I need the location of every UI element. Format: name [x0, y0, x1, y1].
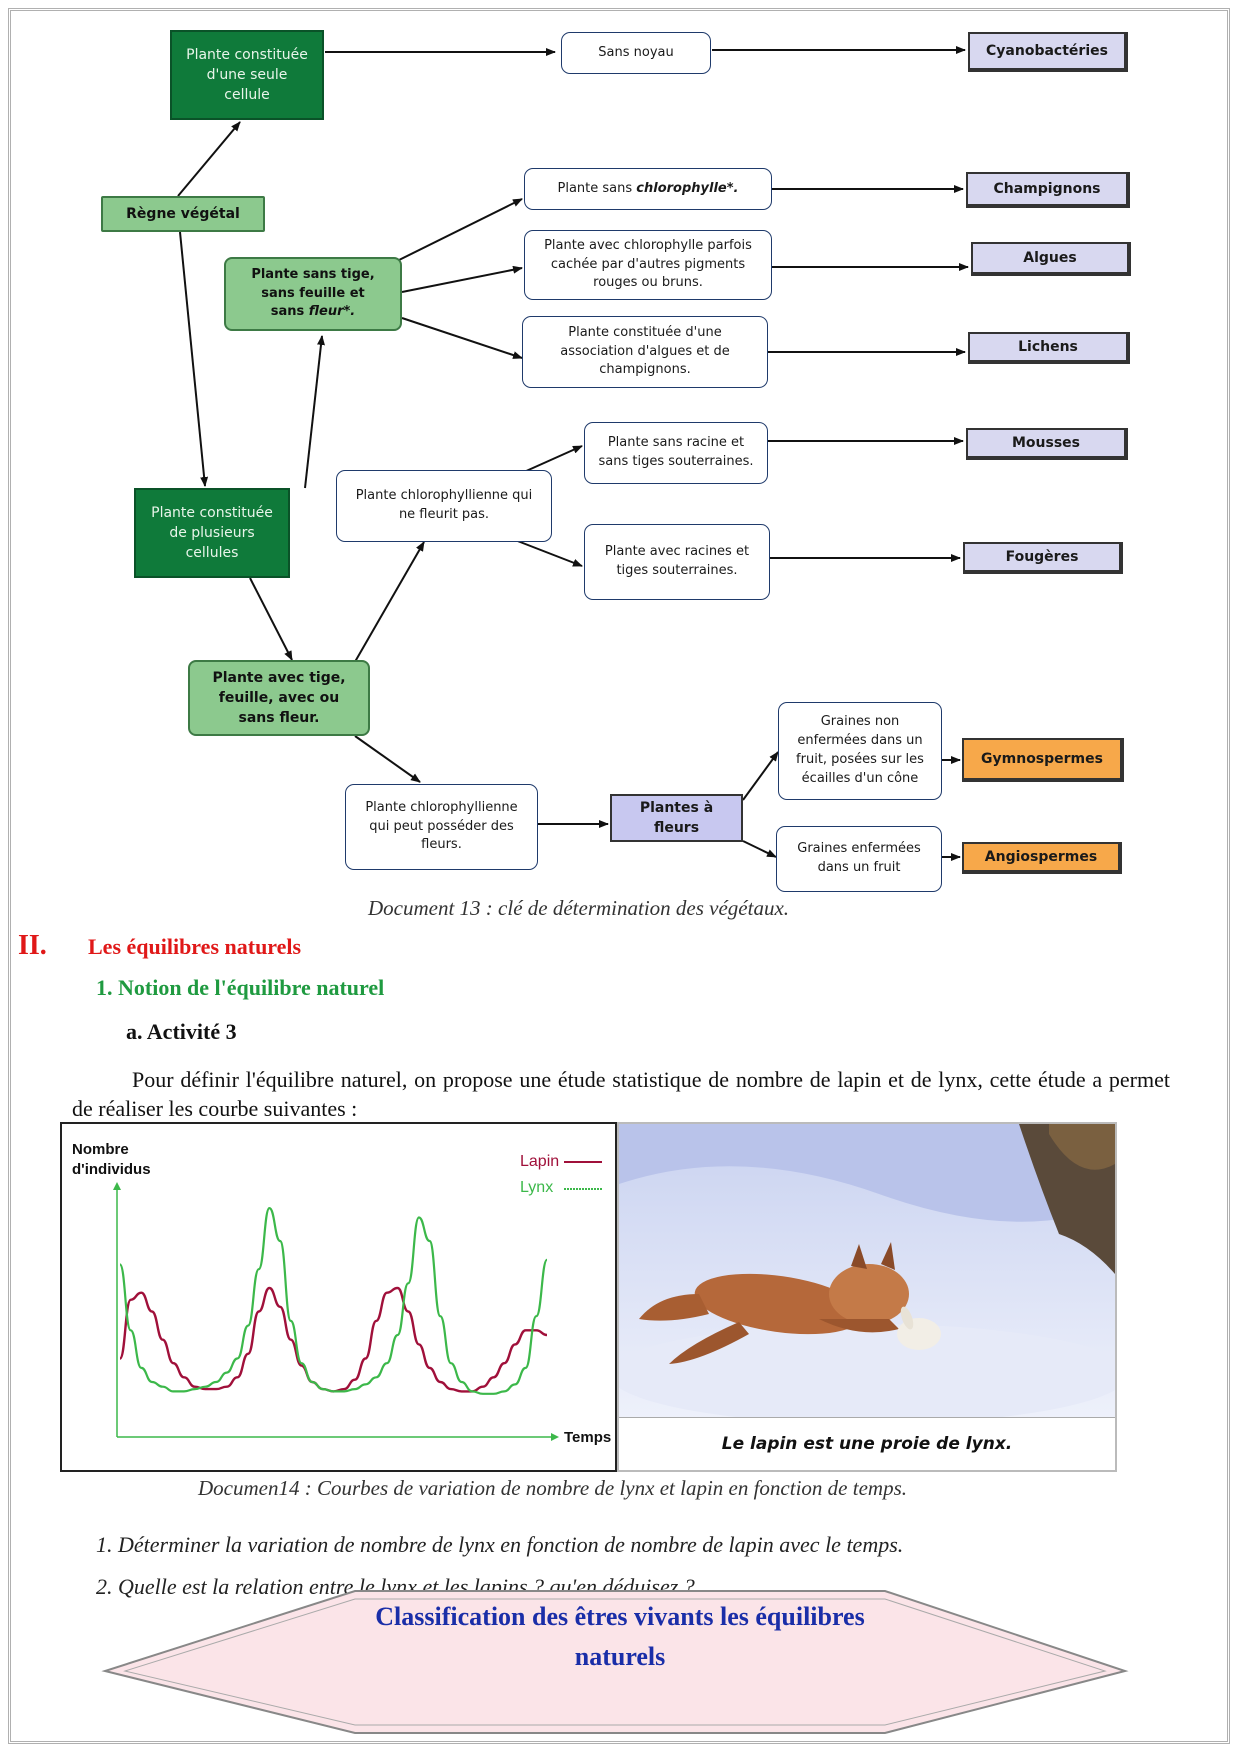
question-1: 1. Déterminer la variation de nombre de … [96, 1532, 904, 1557]
snow-shadow [619, 1124, 1115, 1222]
sans-chloro-word: chlorophylle*. [636, 180, 739, 196]
footer-title: Classification des êtres vivants les équ… [65, 1585, 1175, 1678]
node-gymnospermes: Gymnospermes [962, 738, 1124, 782]
section-numeral: II. [18, 930, 47, 961]
chart-svg: Nombre d'individus Temps Lapin Lynx [72, 1141, 611, 1446]
series-line-lapin [118, 1286, 548, 1393]
node-sans-chlorophylle: Plante sans chlorophylle*. [524, 168, 772, 210]
population-chart: Nombre d'individus Temps Lapin Lynx [60, 1122, 617, 1472]
series-line-lynx [118, 1206, 549, 1395]
x-axis-arrow [551, 1433, 559, 1441]
x-axis-label: Temps [564, 1429, 611, 1446]
node-sans-racine: Plante sans racine et sans tiges souterr… [584, 422, 768, 484]
node-sans-tige: Plante sans tige, sans feuille et sans fle… [224, 257, 402, 331]
photo-illustration [619, 1124, 1115, 1420]
node-peut-fleurs: Plante chlorophyllienne qui peut posséde… [345, 784, 538, 870]
node-angiospermes: Angiospermes [962, 842, 1122, 874]
node-unicell: Plante constituée d'une seule cellule [170, 30, 324, 120]
node-regne-vegetal: Règne végétal [101, 196, 265, 232]
node-cyanobacteries: Cyanobactéries [968, 32, 1128, 72]
y-axis-label: Nombre d'individus [72, 1141, 151, 1178]
node-plantes-a-fleurs: Plantes à fleurs [610, 794, 743, 842]
axes [113, 1182, 559, 1441]
footer-banner: Classification des êtres vivants les équ… [65, 1585, 1175, 1743]
node-mousses: Mousses [966, 428, 1128, 460]
node-sans-noyau: Sans noyau [561, 32, 711, 74]
node-champignons: Champignons [966, 172, 1130, 208]
footer-title-line1: Classification des êtres vivants les équ… [375, 1602, 865, 1631]
node-graines-non: Graines non enfermées dans un fruit, pos… [778, 702, 942, 800]
subsection-heading: 1. Notion de l'équilibre naturel [96, 975, 385, 1000]
node-fougeres: Fougères [963, 542, 1123, 574]
photo-caption: Le lapin est une proie de lynx. [619, 1417, 1115, 1470]
snow-mound [619, 1324, 1115, 1420]
page-border [8, 8, 1230, 1744]
node-association: Plante constituée d'une association d'al… [522, 316, 768, 388]
node-avec-tige: Plante avec tige, feuille, avec ou sans … [188, 660, 370, 736]
caption-document-13: Document 13 : clé de détermination des v… [368, 896, 790, 920]
y-axis-arrow [113, 1182, 121, 1190]
node-graines-enfermees: Graines enfermées dans un fruit [776, 826, 942, 892]
section-title: Les équilibres naturels [88, 934, 302, 959]
sans-tige-l3: sans [270, 304, 309, 320]
diagram-arrows [177, 46, 969, 861]
sans-tige-l1: Plante sans tige, [251, 266, 375, 282]
caption-document-14: Documen14 : Courbes de variation de nomb… [198, 1476, 907, 1500]
section-heading: II. Les équilibres naturels [18, 930, 301, 962]
tree-foliage [1049, 1124, 1115, 1170]
legend: Lapin Lynx [520, 1153, 602, 1196]
y-axis-label-l1: Nombre [72, 1141, 129, 1158]
y-axis-label-l2: d'individus [72, 1161, 151, 1178]
sans-tige-l2: sans feuille et [261, 285, 365, 301]
node-algues: Algues [971, 242, 1131, 276]
legend-lapin-label: Lapin [520, 1153, 559, 1170]
legend-lynx-label: Lynx [520, 1179, 553, 1196]
node-ne-fleurit-pas: Plante chlorophyllienne qui ne fleurit p… [336, 470, 552, 542]
sans-tige-fleur: fleur*. [308, 304, 356, 320]
node-avec-chlorophylle: Plante avec chlorophylle parfois cachée … [524, 230, 772, 300]
activity-heading: a. Activité 3 [126, 1019, 237, 1044]
node-multicell: Plante constituée de plusieurs cellules [134, 488, 290, 578]
intro-paragraph: Pour définir l'équilibre naturel, on pro… [72, 1067, 1170, 1122]
lynx-shape [639, 1242, 909, 1364]
footer-shape [101, 1590, 1129, 1734]
footer-title-line2: naturels [574, 1642, 666, 1672]
node-lichens: Lichens [968, 332, 1130, 364]
series-layer [118, 1206, 549, 1395]
sans-chloro-prefix: Plante sans [557, 180, 637, 196]
node-avec-racines: Plante avec racines et tiges souterraine… [584, 524, 770, 600]
rabbit-shape [897, 1306, 941, 1350]
lynx-rabbit-photo: Le lapin est une proie de lynx. [617, 1122, 1117, 1472]
